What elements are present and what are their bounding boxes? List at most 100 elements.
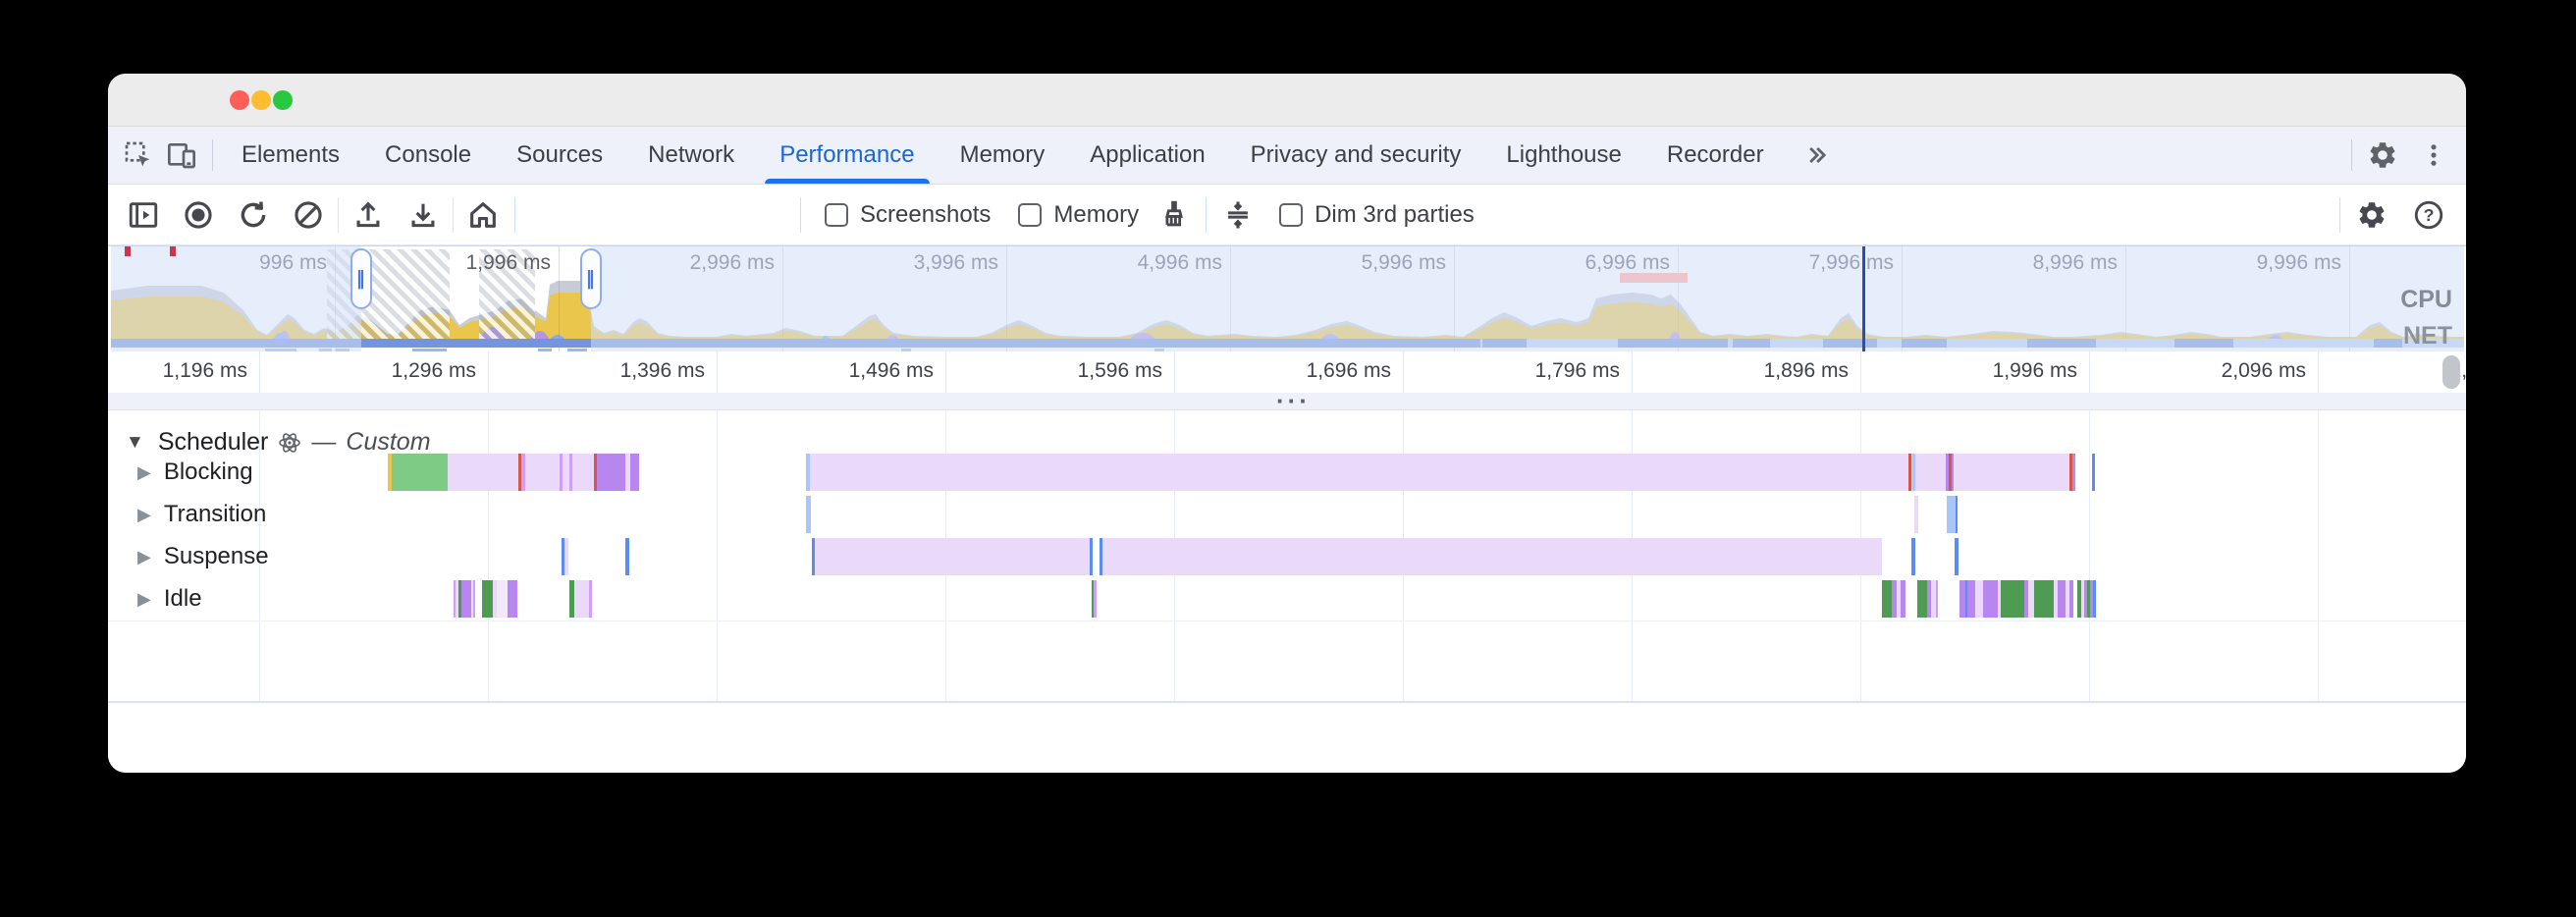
track-segment[interactable]	[461, 580, 471, 618]
track-segment[interactable]	[1901, 580, 1905, 618]
upload-profile-icon[interactable]	[347, 193, 390, 237]
track-segment[interactable]	[521, 454, 525, 491]
clear-icon[interactable]	[287, 193, 330, 237]
track-segment[interactable]	[1998, 580, 2001, 618]
track-segment[interactable]	[625, 454, 630, 491]
collect-garbage-icon[interactable]	[1153, 193, 1196, 237]
tab-memory[interactable]: Memory	[959, 141, 1046, 168]
track-segment[interactable]	[1931, 580, 1936, 618]
more-tabs-button[interactable]	[1787, 127, 1846, 184]
download-profile-icon[interactable]	[402, 193, 445, 237]
capture-settings-gear-icon[interactable]	[2350, 193, 2393, 237]
track-segment[interactable]	[1956, 496, 1958, 533]
track-segment[interactable]	[2081, 580, 2084, 618]
track-segment[interactable]	[525, 454, 560, 491]
expand-triangle-icon[interactable]: ▶	[137, 588, 151, 609]
track-segment[interactable]	[2087, 580, 2090, 618]
track-segment[interactable]	[473, 580, 475, 618]
tab-privacy-and-security[interactable]: Privacy and security	[1250, 141, 1462, 168]
track-segment[interactable]	[630, 454, 639, 491]
track-segment[interactable]	[2093, 580, 2096, 618]
horizontal-scrollbar-thumb[interactable]	[2442, 355, 2460, 389]
track-segment[interactable]	[2066, 580, 2069, 618]
track-segment[interactable]	[508, 580, 517, 618]
track-segment[interactable]	[454, 580, 456, 618]
expand-triangle-icon[interactable]: ▶	[137, 546, 151, 566]
tab-recorder[interactable]: Recorder	[1666, 141, 1764, 168]
track-segment[interactable]	[2028, 580, 2034, 618]
reload-and-record-icon[interactable]	[232, 193, 275, 237]
track-segment[interactable]	[2034, 580, 2054, 618]
zoom-window-button[interactable]	[273, 90, 293, 110]
track-segment[interactable]	[471, 580, 473, 618]
track-segment[interactable]	[456, 580, 458, 618]
device-toolbar-icon[interactable]	[165, 138, 198, 172]
selection-handle-right[interactable]: ∥	[580, 248, 602, 309]
help-icon[interactable]: ?	[2407, 193, 2450, 237]
track-segment[interactable]	[1947, 496, 1956, 533]
track-segment[interactable]	[1882, 580, 1892, 618]
track-segment[interactable]	[1892, 580, 1897, 618]
track-segment[interactable]	[1949, 454, 1952, 491]
track-segment[interactable]	[1912, 454, 1915, 491]
track-segment[interactable]	[563, 454, 569, 491]
track-segment[interactable]	[2084, 580, 2087, 618]
collapse-tracks-icon[interactable]	[1216, 193, 1260, 237]
tab-lighthouse[interactable]: Lighthouse	[1506, 141, 1622, 168]
track-segment[interactable]	[493, 580, 497, 618]
track-segment[interactable]	[815, 538, 1090, 575]
dim-3rd-parties-checkbox[interactable]: Dim 3rd parties	[1279, 201, 1475, 229]
track-segment[interactable]	[2077, 580, 2081, 618]
track-segment[interactable]	[806, 496, 811, 533]
track-row-idle[interactable]: ▶Idle	[137, 585, 202, 613]
track-segment[interactable]	[1908, 454, 1911, 491]
track-segment[interactable]	[482, 580, 493, 618]
track-segment[interactable]	[2072, 454, 2075, 491]
expand-triangle-icon[interactable]: ▶	[137, 461, 151, 482]
track-segment[interactable]	[1092, 580, 1094, 618]
track-segment[interactable]	[497, 580, 508, 618]
track-segment[interactable]	[1090, 538, 1093, 575]
tab-sources[interactable]: Sources	[516, 141, 604, 168]
tab-network[interactable]: Network	[648, 141, 735, 168]
track-segment[interactable]	[569, 454, 572, 491]
track-segment[interactable]	[1917, 580, 1927, 618]
track-segment[interactable]	[810, 454, 2075, 491]
track-segment[interactable]	[1975, 580, 1983, 618]
timeline-overview[interactable]: 996 ms1,996 ms2,996 ms3,996 ms4,996 ms5,…	[108, 245, 2466, 351]
track-segment[interactable]	[2058, 580, 2066, 618]
tab-application[interactable]: Application	[1090, 141, 1206, 168]
track-segment[interactable]	[388, 454, 392, 491]
track-segment[interactable]	[1897, 580, 1901, 618]
track-segment[interactable]	[1927, 580, 1931, 618]
track-segment[interactable]	[1102, 538, 1882, 575]
track-segment[interactable]	[1955, 538, 1959, 575]
show-sidebar-icon[interactable]	[122, 193, 165, 237]
track-segment[interactable]	[562, 538, 564, 575]
track-row-blocking[interactable]: ▶Blocking	[137, 458, 253, 486]
track-segment[interactable]	[458, 580, 461, 618]
settings-gear-icon[interactable]	[2366, 138, 2399, 172]
record-icon[interactable]	[177, 193, 220, 237]
track-segment[interactable]	[569, 580, 574, 618]
track-segment[interactable]	[1965, 580, 1967, 618]
screenshots-checkbox[interactable]: Screenshots	[825, 201, 991, 229]
track-segment[interactable]	[2069, 454, 2072, 491]
track-segment[interactable]	[518, 454, 521, 491]
memory-checkbox[interactable]: Memory	[1018, 201, 1139, 229]
home-icon[interactable]	[461, 193, 505, 237]
track-segment[interactable]	[589, 580, 592, 618]
track-segment[interactable]	[1983, 580, 1998, 618]
track-segment[interactable]	[1914, 496, 1918, 533]
track-segment[interactable]	[2092, 454, 2095, 491]
tab-console[interactable]: Console	[385, 141, 472, 168]
track-segment[interactable]	[1967, 580, 1975, 618]
track-segment[interactable]	[1936, 580, 1938, 618]
track-segment[interactable]	[2024, 580, 2028, 618]
close-window-button[interactable]	[230, 90, 249, 110]
track-segment[interactable]	[564, 538, 568, 575]
track-segment[interactable]	[572, 454, 594, 491]
track-segment[interactable]	[594, 454, 597, 491]
kebab-menu-icon[interactable]	[2417, 138, 2450, 172]
